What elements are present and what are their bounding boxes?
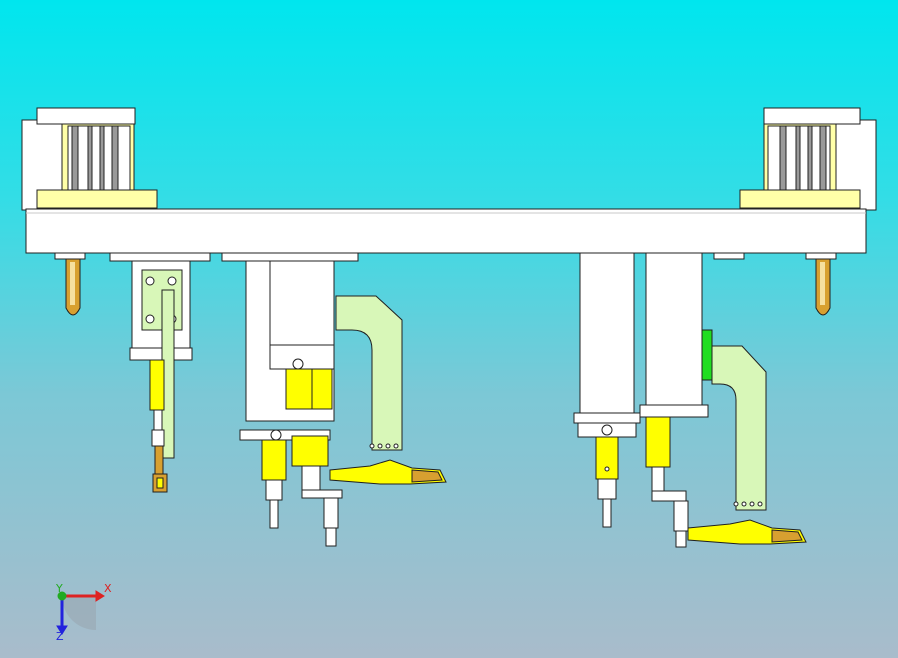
- coordinate-triad-icon: [56, 590, 105, 635]
- left-gold-pin[interactable]: [54, 252, 86, 316]
- triad-z-label: Z: [56, 630, 64, 643]
- module-2[interactable]: [221, 252, 447, 547]
- main-beam[interactable]: [25, 208, 867, 254]
- module-1[interactable]: [109, 252, 211, 493]
- module-4[interactable]: [639, 252, 807, 548]
- triad-y-label: Y: [55, 582, 63, 595]
- right-motor-assembly[interactable]: [739, 107, 877, 211]
- left-motor-assembly[interactable]: [21, 107, 158, 211]
- triad-x-label: X: [104, 582, 112, 595]
- right-gold-pin[interactable]: [805, 252, 837, 316]
- module-3[interactable]: [573, 252, 641, 528]
